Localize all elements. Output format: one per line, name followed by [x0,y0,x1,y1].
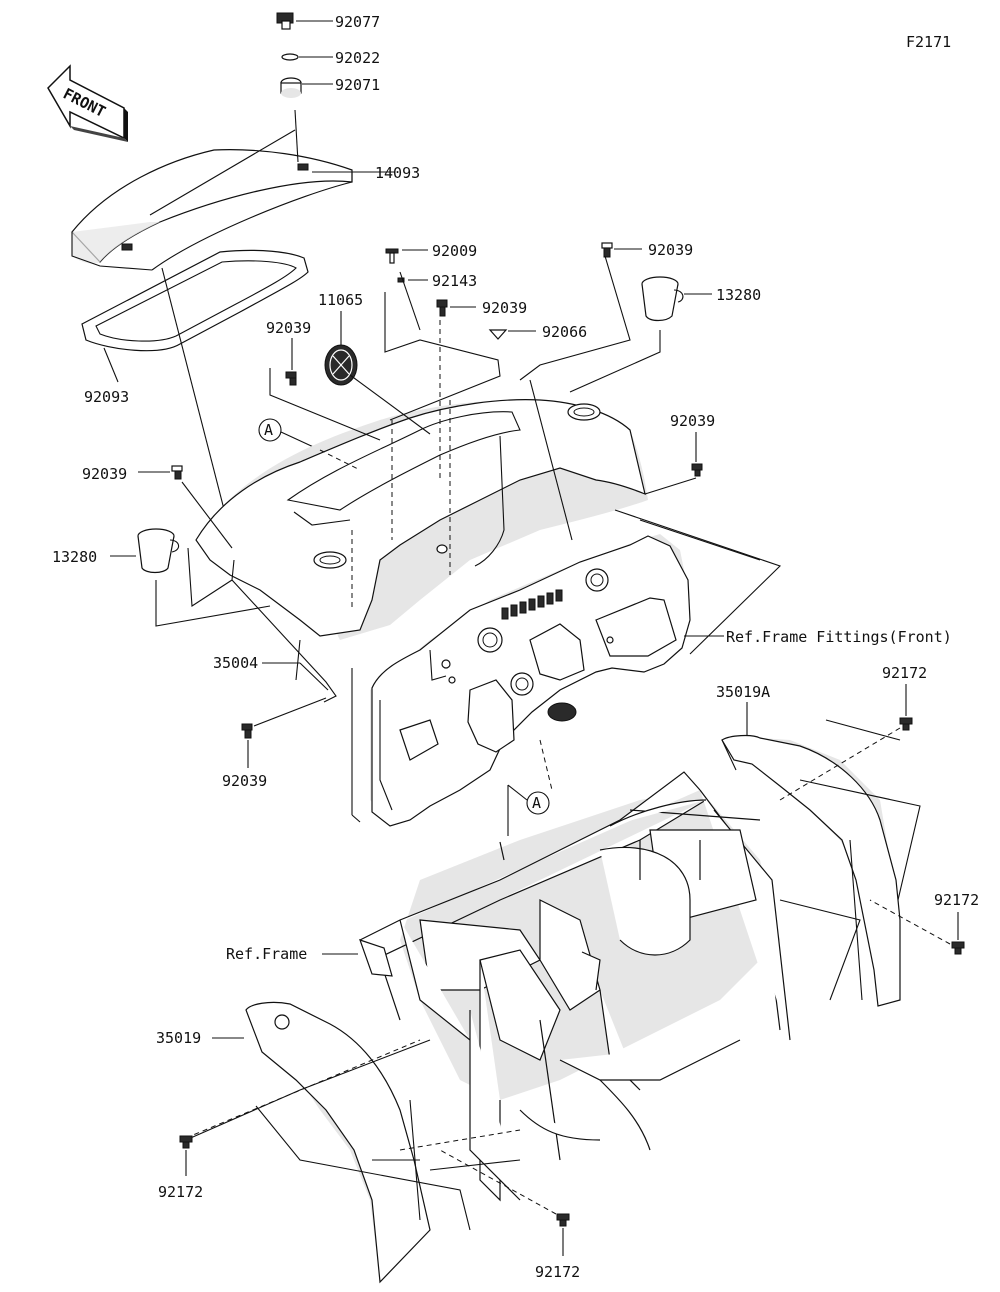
ref-marker-a-lower: A [507,784,550,836]
clip-92077-icon [276,12,294,30]
label-92077: 92077 [335,13,380,31]
dashboard-front-panel [370,534,691,827]
bolt-92172-upper-right-icon [899,717,913,731]
label-11065: 11065 [318,291,363,309]
bolt-92172-bottom-left-icon [179,1135,193,1149]
cup-holder-13280-left [137,528,180,574]
clip-92039-top-right-icon [601,242,613,258]
collar-92143-icon [397,277,405,283]
lid-14093 [71,149,353,271]
fender-35019 [245,1001,431,1284]
nut-92071-icon [280,77,302,98]
label-92022: 92022 [335,49,380,67]
label-14093: 14093 [375,164,420,182]
figure-id: F2171 [906,33,951,51]
label-92172-bottom-center: 92172 [535,1263,580,1281]
label-13280-right: 13280 [716,286,761,304]
label-92172-upper-right: 92172 [882,664,927,682]
label-35019: 35019 [156,1029,201,1047]
label-92093: 92093 [84,388,129,406]
label-35004: 35004 [213,654,258,672]
clip-92039-right-mid-icon [691,463,703,477]
label-92172-right: 92172 [934,891,979,909]
label-92066: 92066 [542,323,587,341]
clip-92039-left-mid-icon [171,465,183,480]
clip-92039-top-center-icon [436,299,448,317]
label-92039-bottom-left: 92039 [222,772,267,790]
label-92039-right-mid: 92039 [670,412,715,430]
seal-92093 [81,249,309,352]
label-ref-frame-fittings-front: Ref.Frame Fittings(Front) [726,628,952,646]
cup-holder-13280-right [641,276,684,322]
label-92172-bottom-left: 92172 [158,1183,203,1201]
label-35019a: 35019A [716,683,770,701]
svg-text:A: A [532,794,541,812]
label-92071: 92071 [335,76,380,94]
ref-marker-a-top: A [258,418,321,451]
label-92039-left-upper: 92039 [266,319,311,337]
clip-92039-bottom-left-icon [241,723,253,739]
cap-11065-icon [324,344,358,386]
label-92009: 92009 [432,242,477,260]
bolt-92172-right-icon [951,941,965,955]
label-92039-top-right: 92039 [648,241,693,259]
svg-text:A: A [264,421,273,439]
bolt-92009-icon [385,248,399,264]
grommet-92066-icon [488,329,508,340]
front-arrow-icon: FRONT [47,64,128,142]
fender-35019a [721,734,901,1007]
dash-cover-35004 [187,399,648,703]
label-92039-top-center: 92039 [482,299,527,317]
clip-92039-left-upper-icon [285,371,297,386]
label-92143: 92143 [432,272,477,290]
label-ref-frame: Ref.Frame [226,945,307,963]
label-13280-left: 13280 [52,548,97,566]
label-92039-left-mid: 92039 [82,465,127,483]
bolt-92172-bottom-center-icon [556,1213,570,1227]
frame-assembly [359,771,791,1202]
washer-92022-icon [281,53,299,61]
